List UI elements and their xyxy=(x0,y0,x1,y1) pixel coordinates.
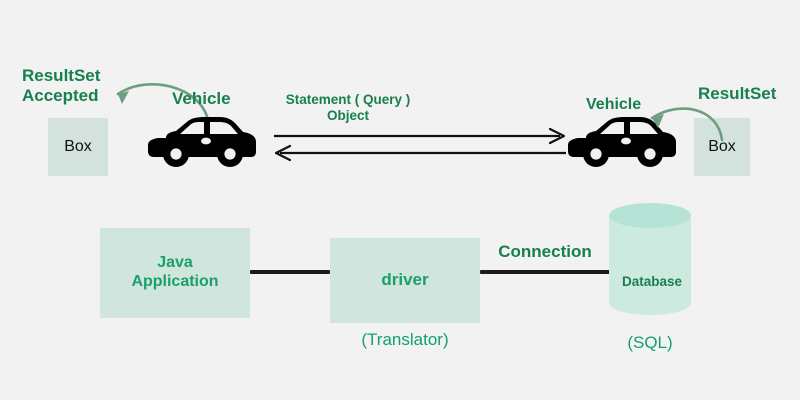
database-cylinder xyxy=(609,203,691,317)
database-sql-sublabel: (SQL) xyxy=(627,333,673,352)
resultset-label: ResultSet xyxy=(698,84,777,103)
right-vehicle-label: Vehicle xyxy=(586,96,642,113)
resultset-arrow-left xyxy=(272,143,568,163)
driver-label: driver xyxy=(381,270,429,290)
result-set-accepted-arrow xyxy=(96,78,216,126)
left-car-icon xyxy=(146,112,258,170)
left-box-label: Box xyxy=(64,138,92,155)
java-application-box: Java Application xyxy=(100,228,250,318)
database-label: Database xyxy=(621,274,683,289)
driver-translator-sublabel: (Translator) xyxy=(361,330,449,349)
statement-query-object-label: Statement ( Query ) Object xyxy=(285,92,411,123)
statement-arrow-right xyxy=(272,126,568,146)
left-vehicle-label: Vehicle xyxy=(172,89,231,108)
cylinder-body xyxy=(609,215,691,303)
left-box: Box xyxy=(48,118,108,176)
right-car-icon xyxy=(566,112,678,170)
connection-label: Connection xyxy=(498,242,592,261)
java-driver-connector xyxy=(250,270,330,274)
result-set-arrow xyxy=(636,100,734,146)
right-box: Box xyxy=(694,118,750,176)
cylinder-top xyxy=(609,203,691,228)
java-application-label: Java Application xyxy=(131,254,219,290)
right-box-label: Box xyxy=(708,138,736,155)
driver-box: driver xyxy=(330,238,480,323)
resultset-accepted-label: ResultSet Accepted xyxy=(22,66,101,106)
driver-database-connector xyxy=(480,270,617,274)
